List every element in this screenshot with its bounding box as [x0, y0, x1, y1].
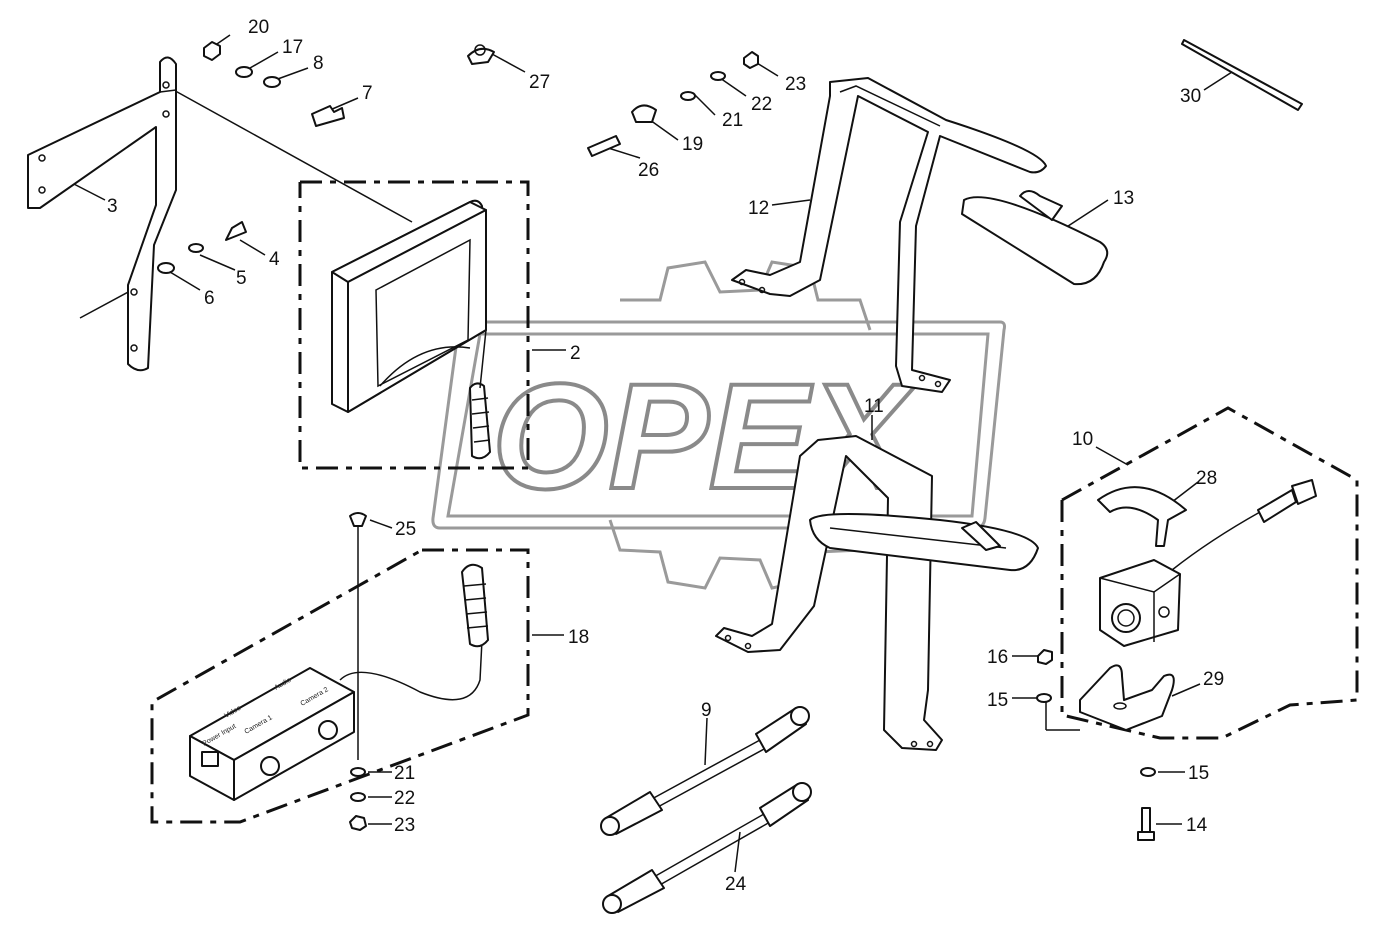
- callout-30: 30: [1180, 86, 1201, 107]
- mirror-cover: [961, 190, 1109, 286]
- cable-9: [600, 706, 810, 836]
- cable-tie: [1181, 39, 1303, 111]
- callout-3: 3: [107, 196, 118, 217]
- callout-4: 4: [269, 249, 280, 270]
- callout-27: 27: [529, 72, 550, 93]
- callout-25: 25: [395, 519, 416, 540]
- callout-22-bottom: 22: [394, 788, 415, 809]
- monitor: [331, 199, 491, 460]
- camera-group-box: [1060, 406, 1359, 740]
- mirror-frame-upper: [731, 77, 1047, 393]
- callout-10: 10: [1072, 429, 1093, 450]
- callout-21-top: 21: [722, 110, 743, 131]
- opex-watermark: OPEX: [431, 260, 1006, 590]
- group-boundaries: [150, 180, 1359, 824]
- callout-26: 26: [638, 160, 659, 181]
- control-box: Video Audio Power Input Camera 1 Camera …: [189, 563, 489, 801]
- callout-11: 11: [864, 396, 884, 417]
- callout-15-right: 15: [987, 690, 1008, 711]
- callout-24: 24: [725, 874, 747, 895]
- callout-16: 16: [987, 647, 1008, 668]
- callout-14: 14: [1186, 815, 1208, 836]
- callout-17: 17: [282, 37, 303, 58]
- camera-assembly: [1079, 479, 1317, 731]
- watermark-text: OPEX: [492, 352, 917, 520]
- callout-28: 28: [1196, 468, 1217, 489]
- cable-24: [602, 782, 812, 914]
- control-box-group: [150, 548, 530, 824]
- hardware-control-box: [349, 512, 367, 831]
- callout-5: 5: [236, 268, 247, 289]
- hardware-right: [1036, 649, 1156, 841]
- callout-15-bottom: 15: [1188, 763, 1209, 784]
- callout-7: 7: [362, 83, 373, 104]
- callout-23-top: 23: [785, 74, 806, 95]
- callout-21-bottom: 21: [394, 763, 415, 784]
- callout-9: 9: [701, 700, 712, 721]
- callout-12: 12: [748, 198, 769, 219]
- hardware-top-left: [157, 41, 345, 274]
- mirror-frame-lower: [715, 435, 1039, 751]
- callout-19: 19: [682, 134, 703, 155]
- callout-18: 18: [568, 627, 589, 648]
- hardware-top-center: [467, 44, 759, 157]
- monitor-bracket-arm: [27, 56, 177, 372]
- callout-13: 13: [1113, 188, 1134, 209]
- callout-29: 29: [1203, 669, 1224, 690]
- watermark-frame-inner: [446, 332, 990, 518]
- callout-23-bottom: 23: [394, 815, 415, 836]
- callout-8: 8: [313, 53, 324, 74]
- monitor-group-box: [298, 180, 530, 470]
- leader-lines: [69, 34, 1233, 873]
- callout-labels: 20 17 8 7 3 4 5 6 27 23 22 21 19 26 30 1…: [107, 17, 1224, 895]
- callout-2: 2: [570, 343, 581, 364]
- callout-6: 6: [204, 288, 215, 309]
- callout-22-top: 22: [751, 94, 772, 115]
- callout-20: 20: [248, 17, 269, 38]
